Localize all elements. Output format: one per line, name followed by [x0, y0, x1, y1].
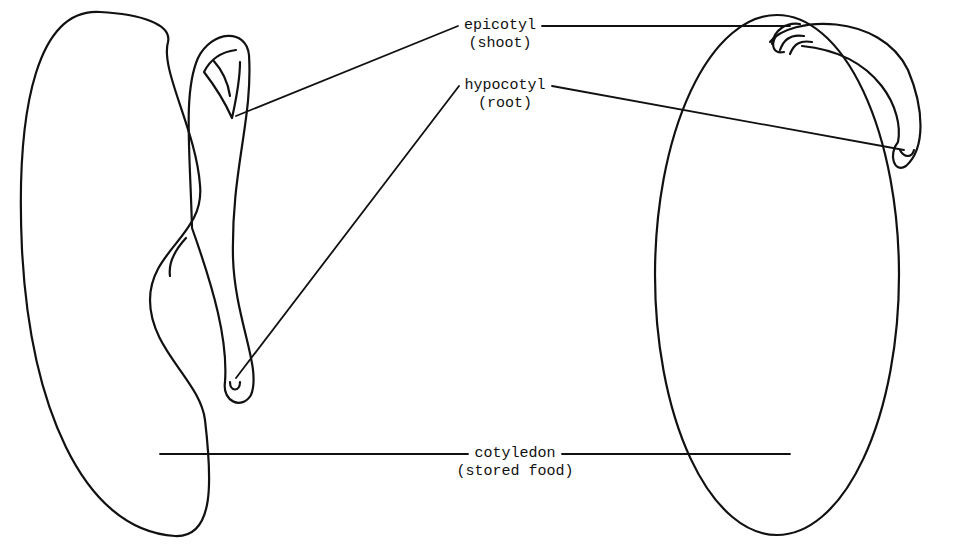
leader-line: [542, 25, 790, 27]
leader-line: [236, 86, 459, 378]
left-root-tip: [230, 382, 240, 390]
right-leaves: [772, 24, 812, 54]
part-label: cotyledon: [474, 445, 555, 463]
right-cotyledon: [655, 15, 899, 535]
leader-line: [236, 26, 458, 116]
leader-line: [160, 453, 468, 455]
part-label: epicotyl: [464, 17, 536, 35]
right-root-tip: [900, 150, 914, 156]
part-label: hypocotyl: [464, 77, 545, 95]
leader-line: [552, 86, 904, 150]
part-label: (shoot): [468, 35, 531, 53]
leader-line: [562, 453, 790, 455]
left-gap-edge: [170, 238, 186, 276]
part-label: (stored food): [456, 463, 573, 481]
left-cotyledon: [21, 12, 209, 536]
left-embryo: [189, 36, 254, 403]
right-embryo: [770, 24, 921, 168]
left-leaves: [204, 50, 240, 118]
part-label: (root): [478, 95, 532, 113]
